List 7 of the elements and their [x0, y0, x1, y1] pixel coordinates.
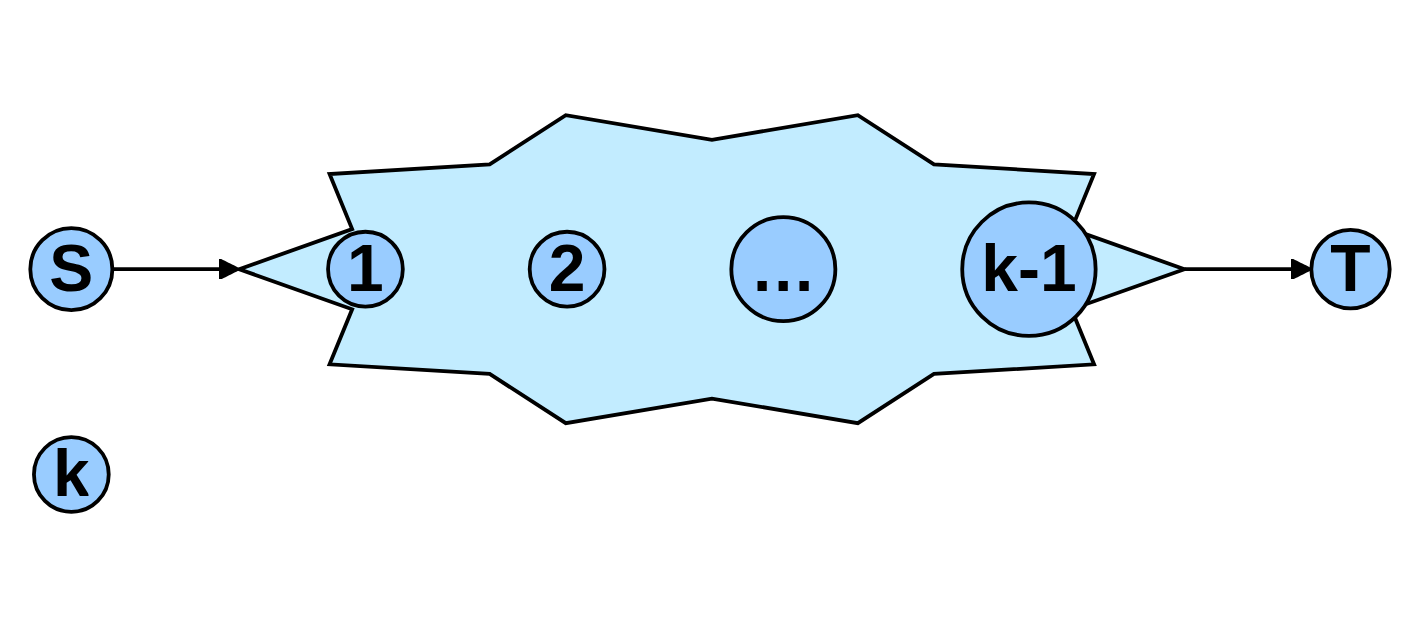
node-circle: T	[1309, 228, 1392, 311]
node-circle: 1	[326, 230, 405, 309]
node-circle: …	[729, 215, 838, 324]
node-circle: k	[32, 435, 111, 515]
node-circle: k-1	[960, 200, 1098, 339]
node-circle: S	[28, 226, 115, 313]
node-circle: 2	[527, 230, 607, 309]
